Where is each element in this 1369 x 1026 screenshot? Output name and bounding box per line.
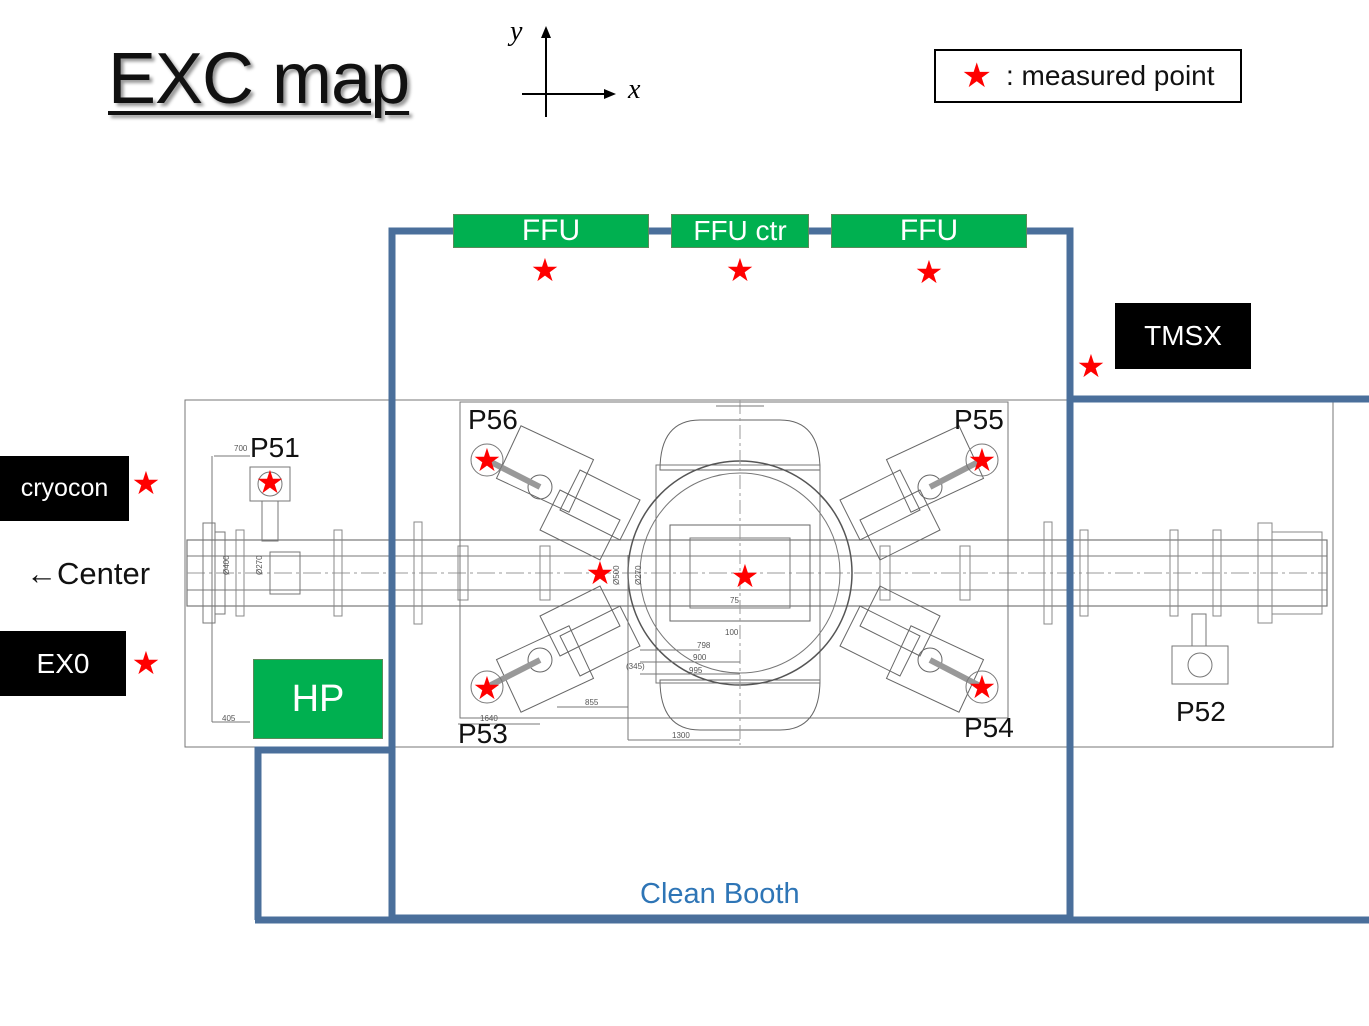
point-label-p53: P53: [458, 718, 508, 749]
measured-point-star-icon: ★: [530, 252, 560, 288]
dim-1640: 1640: [480, 714, 498, 723]
dim-900: 900: [693, 653, 707, 662]
point-label-p56: P56: [468, 404, 518, 435]
star-icon: ★: [961, 57, 992, 95]
x-axis-label: x: [628, 74, 641, 105]
point-label-p55: P55: [954, 404, 1004, 435]
hp-box: HP: [253, 659, 383, 739]
dim-400: Ø400: [222, 555, 231, 575]
point-label-p54: P54: [964, 712, 1014, 743]
legend-text: : measured point: [1005, 60, 1215, 91]
measured-point-star-icon: ★: [730, 558, 760, 594]
legend-box: ★ : measured point: [934, 49, 1242, 103]
measured-point-star-icon: ★: [967, 669, 997, 705]
measured-point-star-icon: ★: [1076, 348, 1106, 384]
measured-point-star-icon: ★: [585, 555, 615, 591]
dim-345: (345): [626, 662, 645, 671]
dim-1300: 1300: [672, 731, 690, 740]
axis-icon: [522, 26, 616, 117]
ffu-center-box: FFU ctr: [671, 214, 809, 248]
measured-point-star-icon: ★: [914, 254, 944, 290]
measured-point-star-icon: ★: [967, 442, 997, 478]
dim-270b: Ø270: [634, 565, 643, 585]
measured-point-star-icon: ★: [131, 465, 161, 501]
clean-booth-label: Clean Booth: [640, 878, 800, 910]
vacuum-system-drawing: [184, 399, 1334, 748]
point-label-p52: P52: [1176, 696, 1226, 727]
cryocon-box: cryocon: [0, 456, 129, 521]
page-title: EXC map: [108, 39, 410, 119]
dim-405: 405: [222, 714, 236, 723]
dim-75: 75: [730, 596, 739, 605]
ex0-box: EX0: [0, 631, 126, 696]
measured-point-star-icon: ★: [255, 464, 285, 500]
dim-100: 100: [725, 628, 739, 637]
dim-798: 798: [697, 641, 711, 650]
point-label-p51: P51: [250, 432, 300, 463]
measured-point-star-icon: ★: [472, 670, 502, 706]
dim-270: Ø270: [255, 555, 264, 575]
measured-point-star-icon: ★: [725, 252, 755, 288]
tmsx-box: TMSX: [1115, 303, 1251, 369]
measured-point-star-icon: ★: [472, 442, 502, 478]
dim-995: 995: [689, 666, 703, 675]
dim-855: 855: [585, 698, 599, 707]
ffu-left-box: FFU: [453, 214, 649, 248]
ffu-right-box: FFU: [831, 214, 1027, 248]
center-direction-label: ←Center: [26, 556, 151, 591]
dim-700: 700: [234, 444, 248, 453]
measured-point-star-icon: ★: [131, 645, 161, 681]
y-axis-label: y: [510, 16, 523, 47]
